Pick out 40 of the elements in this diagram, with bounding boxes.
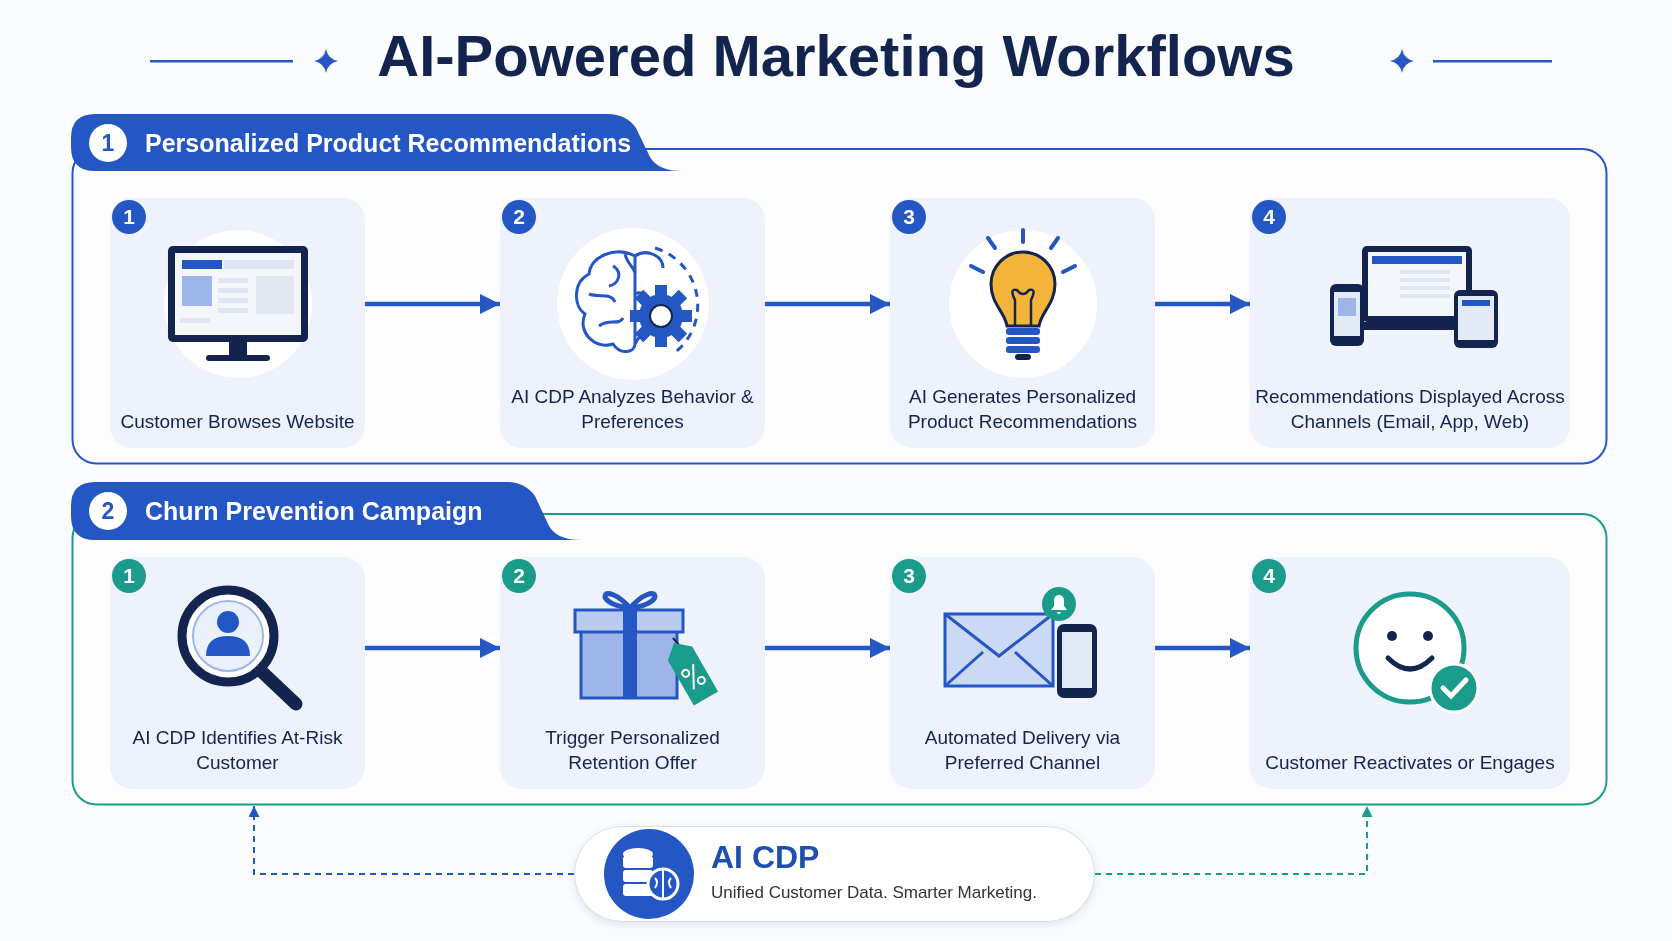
step-card [890, 198, 1155, 448]
arrow [1155, 638, 1250, 658]
number-badge: 3 [892, 200, 926, 234]
step-label: AI CDP Analyzes Behavior & Preferences [510, 384, 755, 434]
title: AI-Powered Marketing Workflows [377, 23, 1295, 88]
panel-title: Churn Prevention Campaign [145, 496, 483, 526]
arrow [365, 638, 500, 658]
step-card [890, 557, 1155, 789]
workflow-panel [71, 114, 1608, 465]
step-label: Trigger Personalized Retention Offer [544, 725, 721, 775]
arrow [1155, 294, 1250, 314]
step-card [500, 557, 765, 789]
step-label: Customer Browses Website [119, 409, 356, 434]
step-card [1250, 198, 1570, 448]
dashed-arrow [248, 805, 575, 875]
number-badge: 2 [502, 559, 536, 593]
step-card [110, 198, 365, 448]
step-label: AI Generates Personalized Product Recommendations [906, 384, 1139, 434]
hub-pill [574, 826, 1095, 922]
number-badge: 4 [1252, 559, 1286, 593]
workflow-panel [71, 482, 1608, 806]
arrow [765, 638, 890, 658]
hub-subtitle: Unified Customer Data. Smarter Marketing. [711, 883, 1037, 903]
step-label: Recommendations Displayed Across Channels (Email, App, Web) [1254, 384, 1566, 434]
panel-title: Personalized Product Recommendations [145, 127, 632, 158]
step-card [1250, 557, 1570, 789]
step-label: AI CDP Identifies At-Risk Customer [131, 725, 344, 775]
arrow [765, 294, 890, 314]
number-badge: 4 [1252, 200, 1286, 234]
dashed-arrow [1094, 805, 1373, 875]
step-card [110, 557, 365, 789]
step-label: Automated Delivery via Preferred Channel [923, 725, 1122, 775]
number-badge: 1 [112, 559, 146, 593]
step-label: Customer Reactivates or Engages [1264, 750, 1556, 775]
number-badge: 2 [502, 200, 536, 234]
arrow [365, 294, 500, 314]
hub-title: AI CDP [711, 839, 820, 876]
number-badge: 3 [892, 559, 926, 593]
number-badge: 1 [112, 200, 146, 234]
step-card [500, 198, 765, 448]
